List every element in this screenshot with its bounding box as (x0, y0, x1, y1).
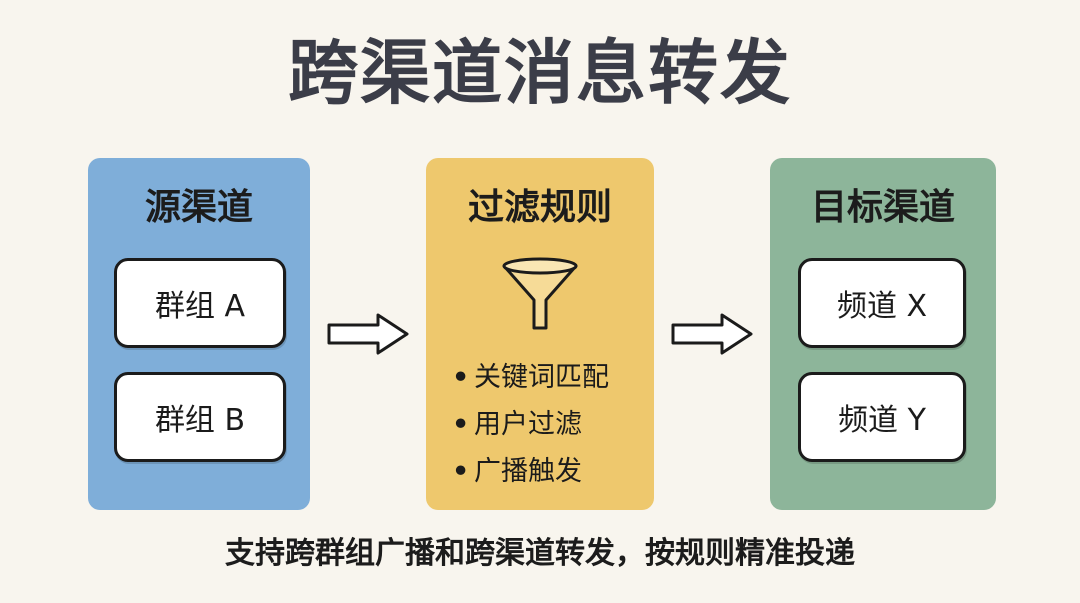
flow-arrow-icon (671, 313, 753, 355)
funnel-icon (502, 257, 578, 330)
bullet-icon: • (452, 409, 470, 440)
source-node-group-b: 群组 B (114, 372, 286, 462)
filter-rules-heading: 过滤规则 (467, 187, 612, 228)
filter-rule-label: 用户过滤 (474, 409, 582, 440)
filter-rule-item: •关键词匹配 (452, 354, 609, 401)
flow-arrow-icon (327, 313, 409, 355)
diagram-title: 跨渠道消息转发 (288, 32, 792, 114)
source-channels-panel: 源渠道 群组 A 群组 B (88, 158, 310, 510)
target-channels-heading: 目标渠道 (810, 187, 955, 228)
filter-rule-label: 关键词匹配 (474, 362, 609, 393)
diagram-caption: 支持跨群组广播和跨渠道转发，按规则精准投递 (225, 536, 855, 571)
target-node-channel-x: 频道 X (798, 258, 966, 348)
filter-rule-label: 广播触发 (474, 456, 582, 487)
source-channels-heading: 源渠道 (144, 187, 253, 228)
target-node-channel-y: 频道 Y (798, 372, 966, 462)
source-node-group-a: 群组 A (114, 258, 286, 348)
bullet-icon: • (452, 362, 470, 393)
filter-rule-item: •广播触发 (452, 448, 609, 495)
bullet-icon: • (452, 456, 470, 487)
filter-rule-item: •用户过滤 (452, 401, 609, 448)
target-channels-panel: 目标渠道 频道 X 频道 Y (770, 158, 996, 510)
filter-rules-list: •关键词匹配 •用户过滤 •广播触发 (452, 354, 609, 495)
filter-rules-panel: 过滤规则 •关键词匹配 •用户过滤 •广播触发 (426, 158, 654, 510)
